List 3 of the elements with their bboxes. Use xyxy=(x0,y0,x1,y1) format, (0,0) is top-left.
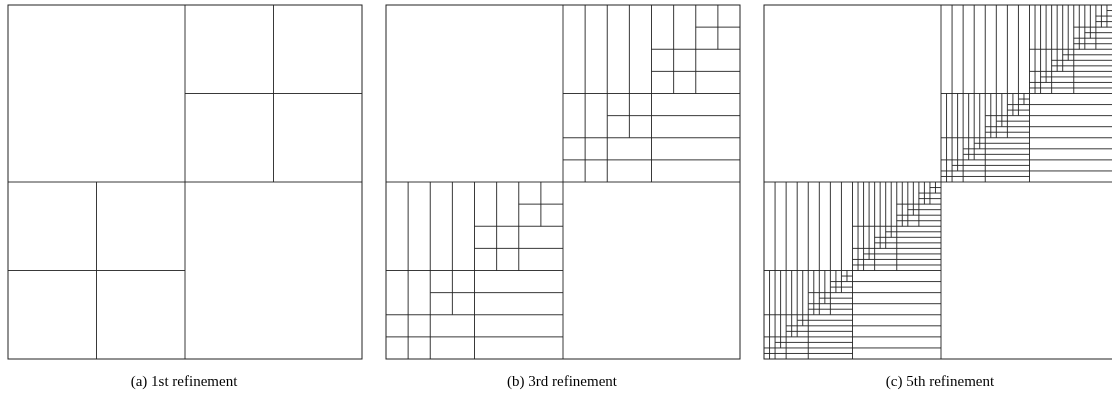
caption: (b) 3rd refinement xyxy=(507,373,617,389)
caption: (c) 5th refinement xyxy=(885,373,995,389)
caption: (a) 1st refinement xyxy=(130,373,238,389)
